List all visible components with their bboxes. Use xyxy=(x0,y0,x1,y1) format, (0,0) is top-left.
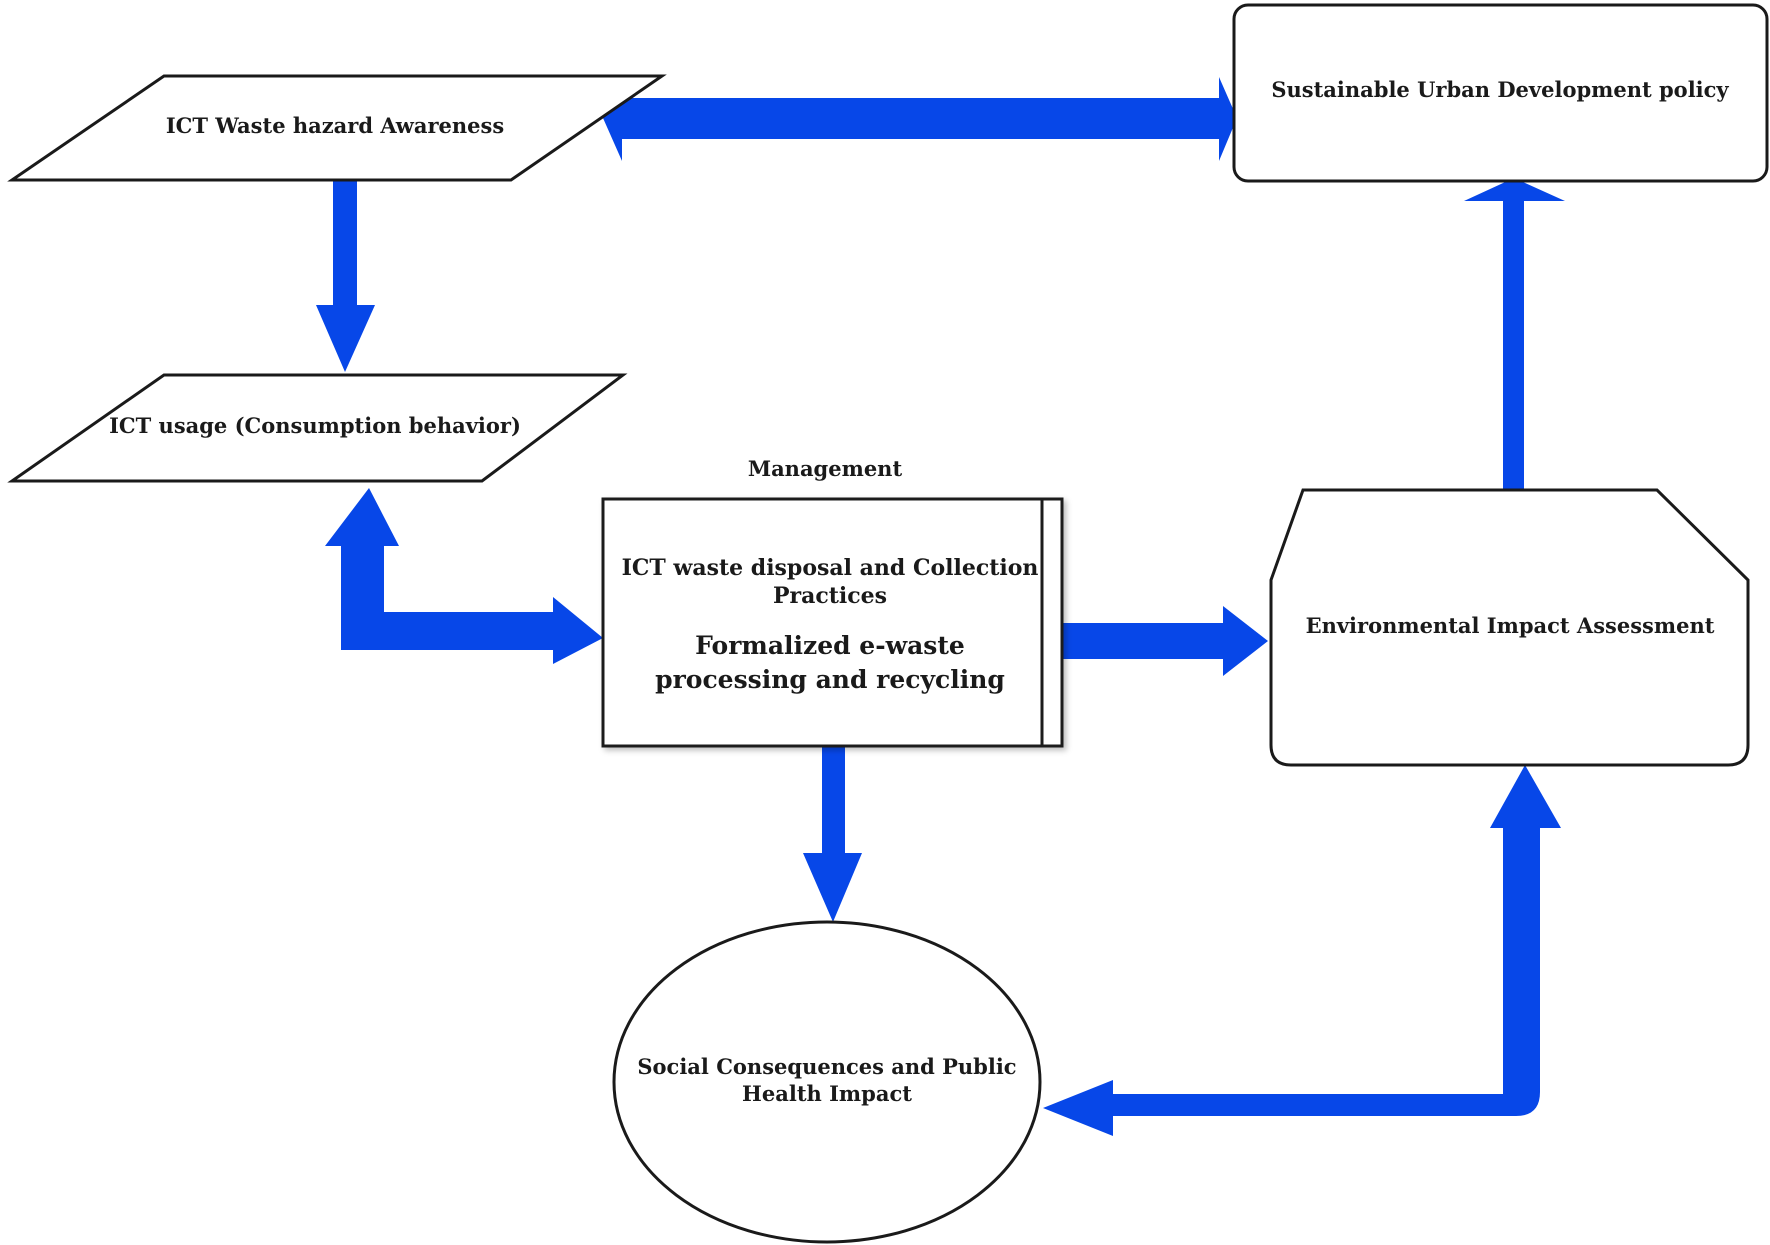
social-ellipse xyxy=(612,920,1042,1244)
edge-awareness-usage xyxy=(316,181,375,372)
management-caption: Management xyxy=(690,449,960,489)
policy-label: Sustainable Urban Development policy xyxy=(1250,64,1750,116)
awareness-parallelogram xyxy=(7,74,667,182)
edge-management-environment xyxy=(1063,606,1268,676)
edge-awareness-policy xyxy=(603,77,1237,161)
social-label: Social Consequences and Public Health Im… xyxy=(612,1045,1042,1115)
usage-label-text: ICT usage (Consumption behavior) xyxy=(109,413,521,439)
management-caption-text: Management xyxy=(747,456,903,482)
edge-social-environment xyxy=(1043,765,1561,1136)
edge-usage-management xyxy=(325,488,603,664)
management-line2: Formalized e-waste processing and recycl… xyxy=(655,630,1005,694)
policy-label-text: Sustainable Urban Development policy xyxy=(1271,77,1729,103)
environment-label-text: Environmental Impact Assessment xyxy=(1305,613,1715,639)
edge-management-social xyxy=(803,746,862,922)
management-line1: ICT waste disposal and Collection Practi… xyxy=(621,554,1039,610)
environment-shape xyxy=(1269,488,1750,767)
awareness-label-text: ICT Waste hazard Awareness xyxy=(165,113,505,139)
usage-label: ICT usage (Consumption behavior) xyxy=(80,400,550,452)
policy-rounded-box xyxy=(1232,3,1769,183)
awareness-label: ICT Waste hazard Awareness xyxy=(120,100,550,152)
environment-label: Environmental Impact Assessment xyxy=(1280,600,1740,652)
usage-parallelogram xyxy=(7,373,628,483)
edge-environment-policy xyxy=(1464,178,1565,489)
social-label-text: Social Consequences and Public Health Im… xyxy=(637,1053,1017,1106)
management-process-box xyxy=(601,497,1064,748)
management-label: ICT waste disposal and Collection Practi… xyxy=(620,530,1040,720)
